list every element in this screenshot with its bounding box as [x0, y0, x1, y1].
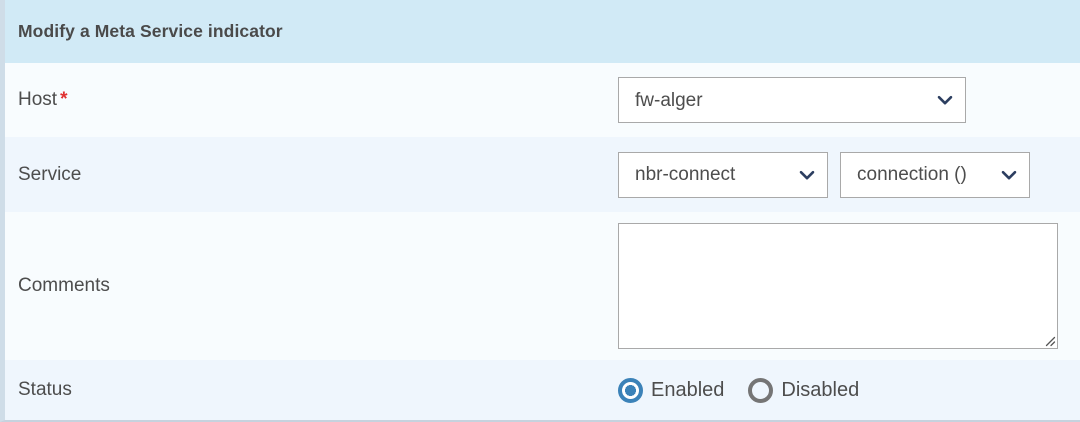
status-control-area: Enabled Disabled: [618, 377, 1080, 403]
host-field-label: Host*: [5, 89, 618, 111]
status-radio-disabled-label: Disabled: [781, 379, 860, 401]
page-title: Modify a Meta Service indicator: [18, 21, 283, 41]
service-control-area: nbr-connect connection (): [618, 151, 1080, 198]
comments-control-area: [618, 223, 1080, 349]
chevron-down-icon: [935, 90, 955, 110]
host-control-area: fw-alger: [618, 77, 1080, 123]
status-radio-disabled[interactable]: Disabled: [748, 377, 860, 403]
status-radio-enabled[interactable]: Enabled: [618, 377, 725, 403]
comments-input[interactable]: [618, 223, 1058, 349]
service-field-label: Service: [18, 163, 82, 185]
radio-unselected-icon[interactable]: [748, 377, 774, 403]
metric-select[interactable]: connection (): [840, 151, 1030, 198]
status-radio-group: Enabled Disabled: [618, 377, 860, 403]
comments-field-label: Comments: [18, 275, 110, 297]
radio-selected-icon[interactable]: [618, 377, 643, 403]
host-label-text: Host: [18, 89, 58, 111]
form-row-status: Status Enabled Disabled: [5, 360, 1080, 420]
form-row-comments: Comments: [5, 212, 1080, 360]
form-row-host: Host* fw-alger: [5, 63, 1080, 137]
metric-select-value: connection (): [857, 164, 967, 185]
chevron-down-icon: [999, 165, 1019, 185]
required-asterisk: *: [60, 89, 68, 111]
host-select-value: fw-alger: [635, 89, 703, 111]
service-select-value: nbr-connect: [635, 164, 736, 185]
status-radio-enabled-label: Enabled: [651, 379, 725, 401]
chevron-down-icon: [797, 165, 817, 185]
panel-header: Modify a Meta Service indicator: [5, 0, 1080, 63]
host-select[interactable]: fw-alger: [618, 77, 966, 123]
form-row-service: Service nbr-connect connection (): [5, 137, 1080, 212]
status-field-label: Status: [18, 379, 72, 401]
comments-textarea-wrapper: [618, 223, 1058, 349]
service-select[interactable]: nbr-connect: [618, 151, 828, 198]
